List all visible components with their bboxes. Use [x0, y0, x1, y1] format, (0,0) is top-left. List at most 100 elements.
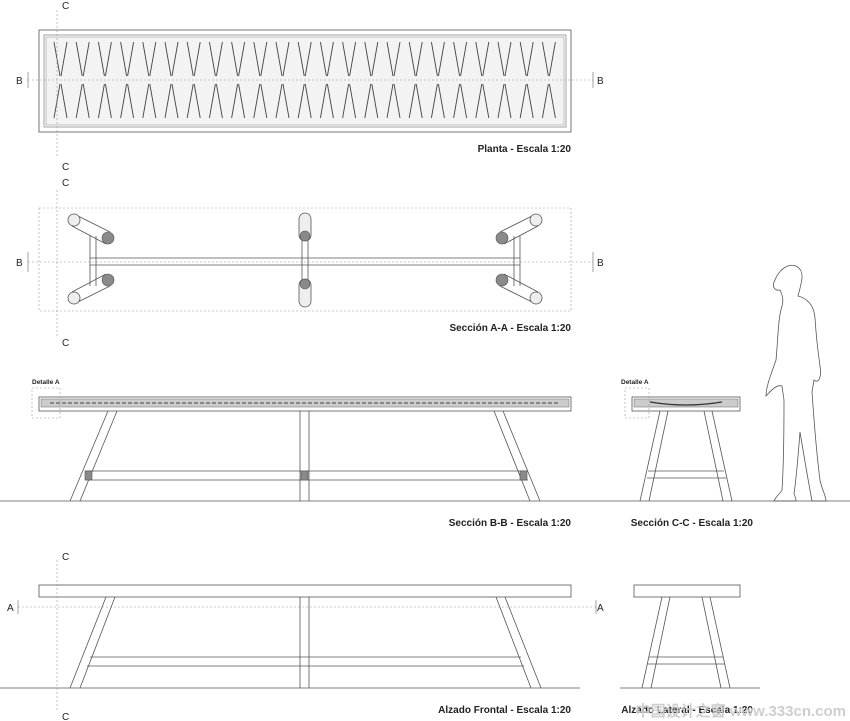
- plan-slat-line: [60, 83, 68, 119]
- plan-slat-line: [519, 41, 527, 77]
- plan-slat-line: [541, 41, 549, 77]
- plan-slat-line: [453, 41, 461, 77]
- plan-slat-line: [60, 41, 68, 77]
- plan-slat-line: [364, 83, 372, 119]
- aa-marker-c-bottom: C: [62, 338, 69, 349]
- plan-slat-line: [253, 83, 261, 119]
- plan-slat-line: [342, 41, 350, 77]
- aa-marker-b-right: B: [597, 258, 604, 269]
- plan-slat-line: [497, 83, 505, 119]
- plan-slat-line: [253, 41, 261, 77]
- plan-slat-line: [149, 83, 157, 119]
- plan-slat-line: [548, 83, 556, 119]
- plan-slat-line: [82, 83, 90, 119]
- plan-slat-line: [127, 83, 135, 119]
- plan-slat-line: [326, 83, 334, 119]
- plan-slat-line: [260, 41, 268, 77]
- plan-slat-line: [342, 83, 350, 119]
- section-aa-title: Sección A-A - Escala 1:20: [449, 323, 571, 334]
- plan-slat-line: [386, 83, 394, 119]
- plan-slat-line: [453, 83, 461, 119]
- detail-a-label-bb: Detalle A: [32, 379, 60, 386]
- human-scale-figure: [765, 264, 827, 502]
- plan-slat-pattern: [53, 41, 556, 119]
- plan-slat-line: [231, 83, 239, 119]
- plan-slat-line: [208, 83, 216, 119]
- fe-marker-c-top: C: [62, 552, 69, 563]
- plan-title: Planta - Escala 1:20: [478, 144, 572, 155]
- plan-slat-line: [460, 83, 468, 119]
- side-elevation-view: Alzado Lateral - Escala 1:20: [620, 584, 760, 716]
- plan-slat-line: [393, 83, 401, 119]
- plan-slat-line: [304, 83, 312, 119]
- plan-slat-line: [504, 41, 512, 77]
- plan-slat-line: [475, 83, 483, 119]
- plan-slat-line: [53, 83, 61, 119]
- side-elevation-title: Alzado Lateral - Escala 1:20: [621, 705, 753, 716]
- plan-slat-line: [326, 41, 334, 77]
- plan-slat-line: [120, 83, 128, 119]
- plan-slat-line: [437, 41, 445, 77]
- aa-marker-c-top: C: [62, 178, 69, 189]
- front-elevation-title: Alzado Frontal - Escala 1:20: [438, 705, 571, 716]
- plan-slat-line: [104, 41, 112, 77]
- section-marker-b-right: B: [597, 76, 604, 87]
- section-marker-b-left: B: [16, 76, 23, 87]
- plan-slat-line: [304, 41, 312, 77]
- plan-slat-line: [142, 41, 150, 77]
- plan-slat-line: [215, 41, 223, 77]
- plan-slat-line: [349, 83, 357, 119]
- plan-slat-line: [430, 41, 438, 77]
- plan-slat-line: [275, 83, 283, 119]
- plan-slat-line: [282, 83, 290, 119]
- plan-slat-line: [275, 41, 283, 77]
- detail-a-label-cc: Detalle A: [621, 379, 649, 386]
- plan-slat-line: [386, 41, 394, 77]
- plan-slat-line: [408, 41, 416, 77]
- plan-slat-line: [349, 41, 357, 77]
- plan-slat-line: [82, 41, 90, 77]
- fe-marker-a-right: A: [597, 603, 604, 614]
- plan-slat-line: [171, 41, 179, 77]
- section-bb-title: Sección B-B - Escala 1:20: [449, 518, 572, 529]
- plan-slat-line: [171, 83, 179, 119]
- plan-view: C C B B Planta - Escala 1:20: [16, 1, 604, 173]
- plan-slat-line: [193, 41, 201, 77]
- plan-slat-line: [415, 41, 423, 77]
- front-elevation-view: C C A A Alzado Frontal - Escala 1:20: [0, 552, 604, 721]
- plan-slat-line: [430, 83, 438, 119]
- plan-slat-line: [142, 83, 150, 119]
- plan-slat-line: [208, 41, 216, 77]
- section-aa-view: C C B B Sección A-A - Escala 1:20: [16, 178, 604, 349]
- fe-marker-a-left: A: [7, 603, 14, 614]
- plan-slat-line: [215, 83, 223, 119]
- plan-slat-line: [186, 83, 194, 119]
- plan-slat-line: [319, 41, 327, 77]
- section-cc-title: Sección C-C - Escala 1:20: [631, 518, 754, 529]
- plan-slat-line: [460, 41, 468, 77]
- section-cc-view: Detalle A Sección C-C - Escala 1:20: [621, 379, 753, 529]
- plan-slat-line: [149, 41, 157, 77]
- plan-slat-line: [297, 83, 305, 119]
- plan-slat-line: [75, 41, 83, 77]
- plan-slat-line: [120, 41, 128, 77]
- plan-slat-line: [193, 83, 201, 119]
- plan-slat-line: [319, 83, 327, 119]
- plan-slat-line: [482, 83, 490, 119]
- plan-slat-line: [97, 41, 105, 77]
- section-bb-view: Detalle A Sección B-B - Escala 1:20: [0, 379, 850, 529]
- plan-slat-line: [260, 83, 268, 119]
- plan-slat-line: [526, 41, 534, 77]
- plan-slat-line: [519, 83, 527, 119]
- plan-slat-line: [364, 41, 372, 77]
- plan-slat-line: [393, 41, 401, 77]
- plan-slat-line: [526, 83, 534, 119]
- watermark-text: 中国设计之窗 www.333cn.com: [636, 702, 846, 720]
- plan-slat-line: [415, 83, 423, 119]
- plan-slat-line: [238, 41, 246, 77]
- plan-slat-line: [75, 83, 83, 119]
- plan-slat-line: [371, 41, 379, 77]
- plan-slat-line: [548, 41, 556, 77]
- plan-slat-line: [97, 83, 105, 119]
